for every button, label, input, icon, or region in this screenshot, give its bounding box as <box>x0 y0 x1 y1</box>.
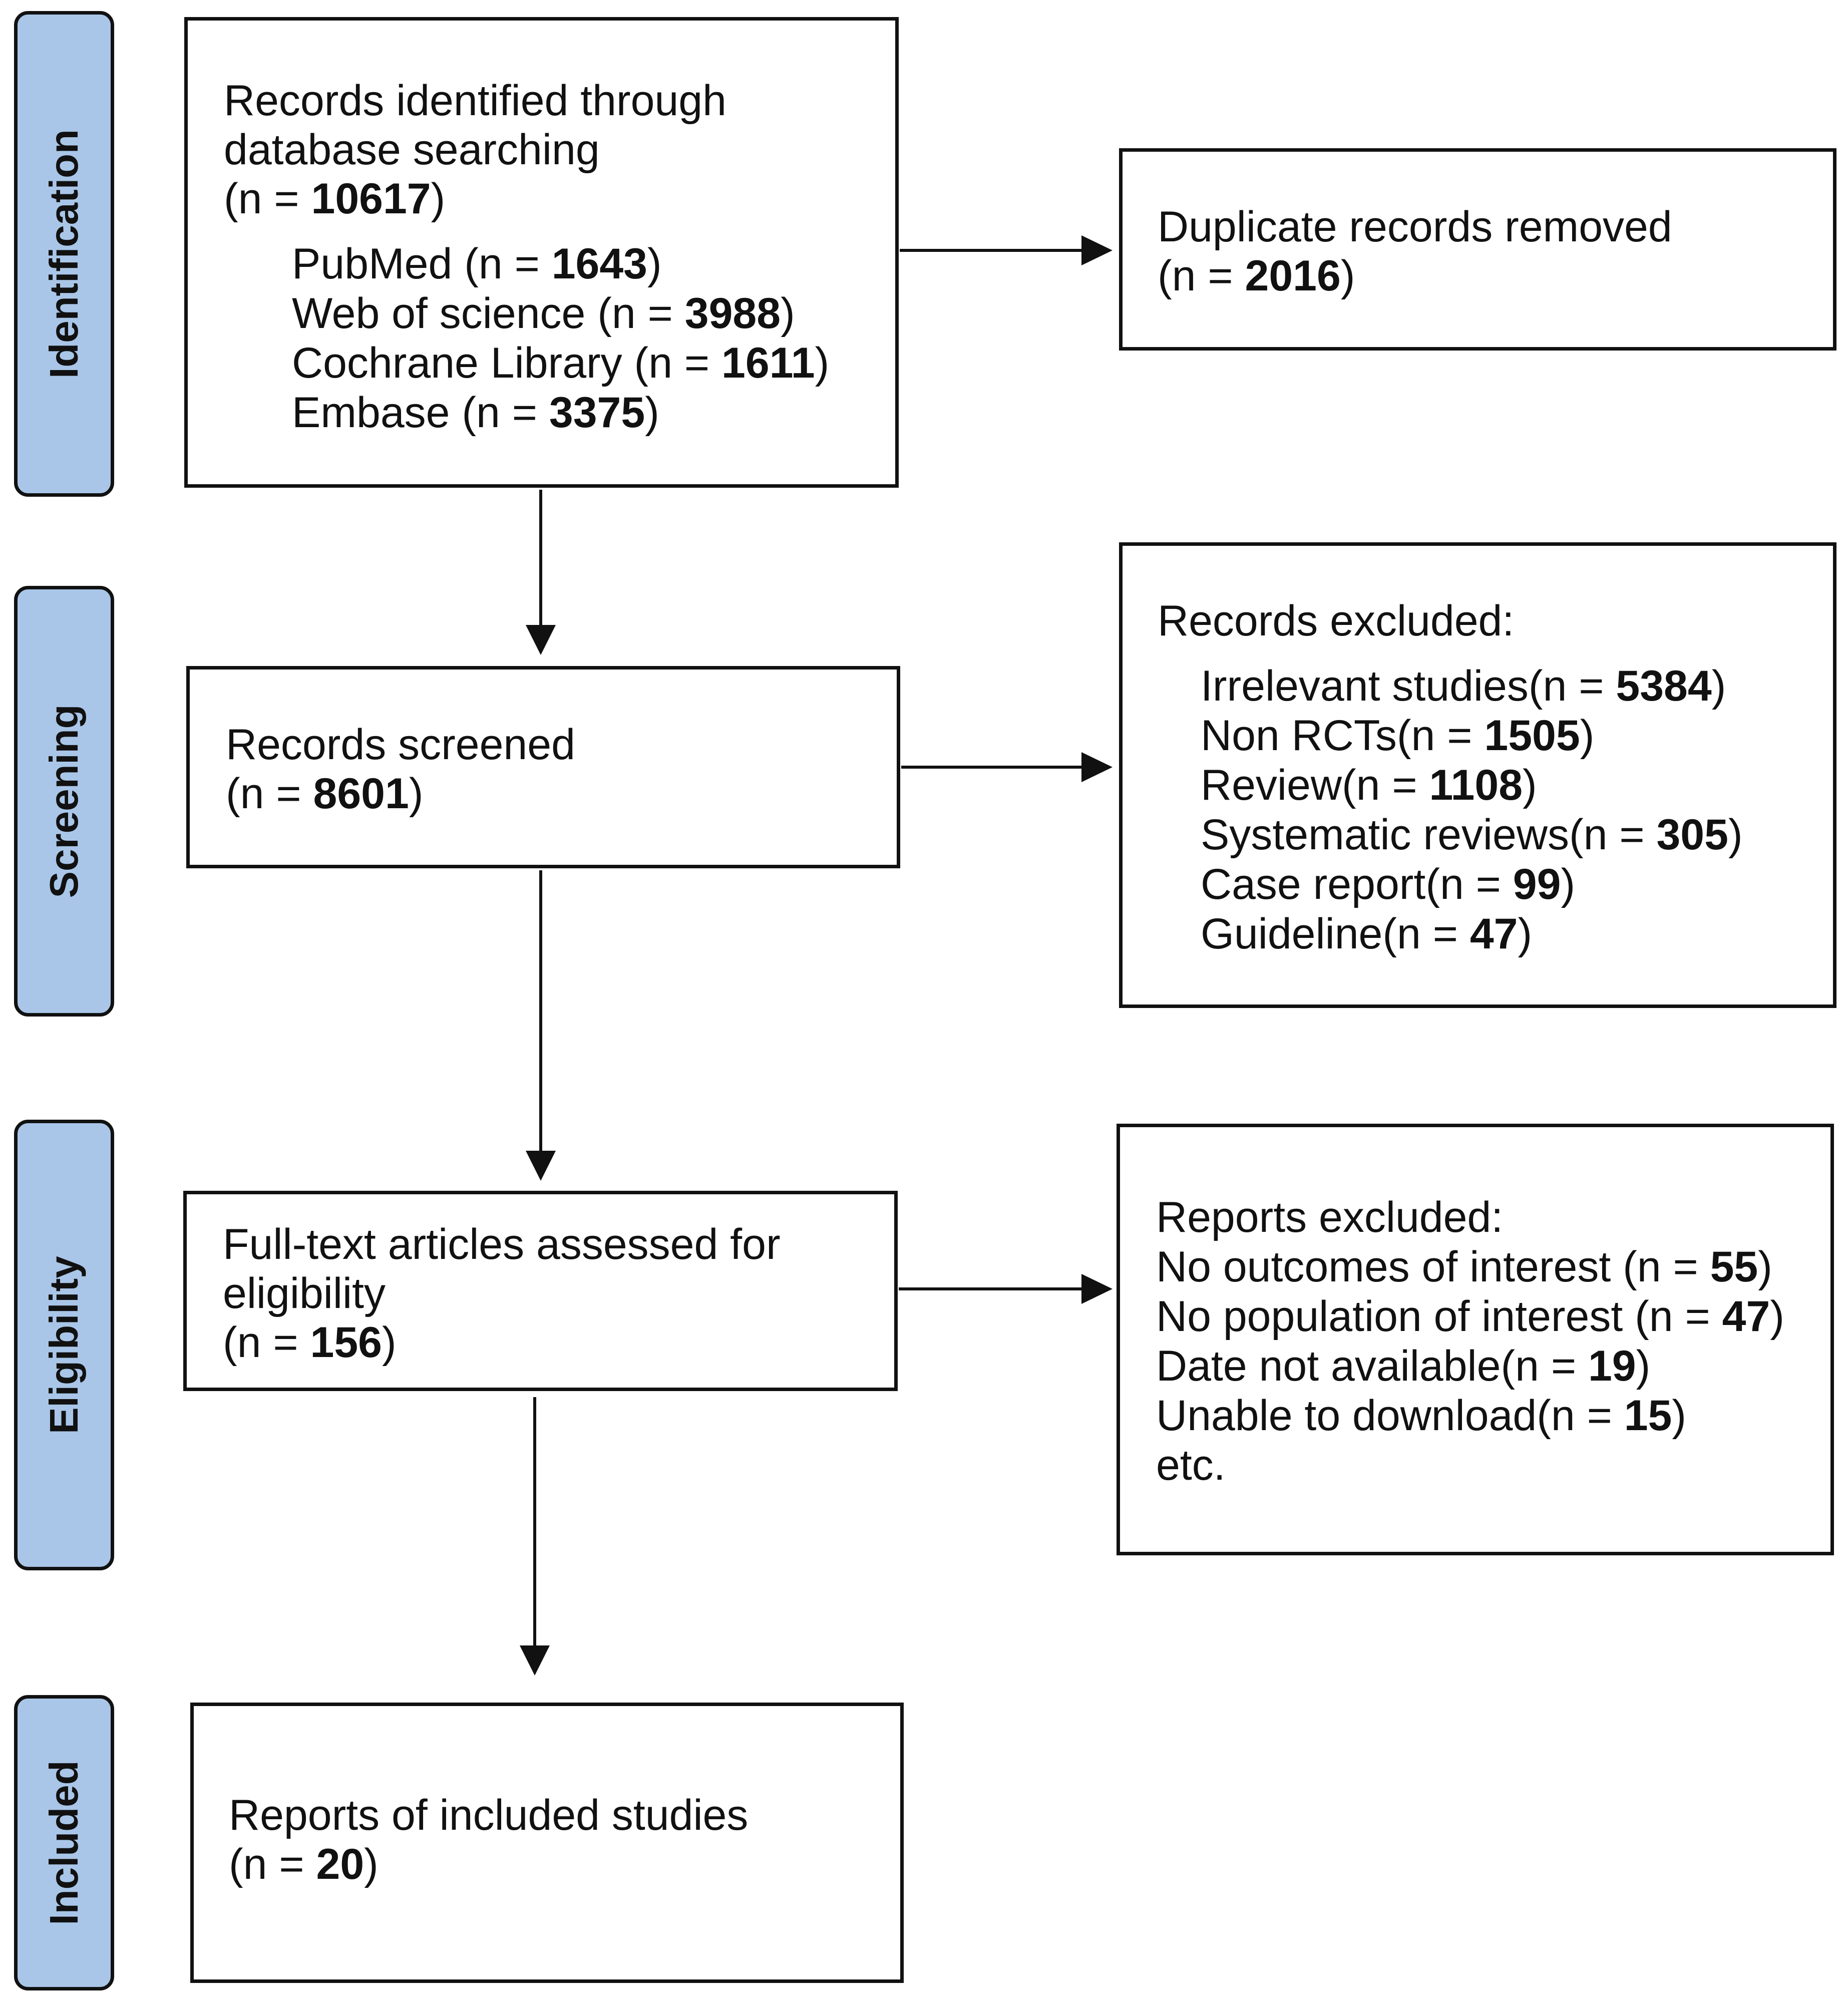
fulltext-assessed-box: Full-text articles assessed for eligibil… <box>183 1191 898 1391</box>
phase-included: Included <box>14 1695 114 1990</box>
report-exclusion-unable-to-download: Unable to download(n = 15) <box>1156 1392 1687 1440</box>
phase-eligibility: Eligibility <box>14 1120 114 1570</box>
phase-identification: Identification <box>14 11 114 497</box>
source-web-of-science: Web of science (n = 3988) <box>292 289 795 338</box>
arrowhead-down-fulltext <box>526 1151 556 1181</box>
arrowhead-down-included <box>520 1645 550 1676</box>
records-identified-line1: Records identified through <box>224 77 726 125</box>
exclusion-irrelevant-studies: Irrelevant studies(n = 5384) <box>1201 662 1726 710</box>
reports-excluded-box: Reports excluded: No outcomes of interes… <box>1117 1124 1834 1555</box>
records-identified-line2: database searching <box>224 126 600 174</box>
records-screened-count: (n = 8601) <box>226 770 424 818</box>
arrowhead-right-duplicates <box>1081 235 1113 265</box>
fulltext-assessed-count: (n = 156) <box>223 1318 397 1367</box>
fulltext-assessed-line2: eligibility <box>223 1269 386 1317</box>
reports-excluded-heading: Reports excluded: <box>1156 1193 1504 1241</box>
exclusion-systematic-reviews: Systematic reviews(n = 305) <box>1201 811 1743 859</box>
arrowhead-right-reports-excluded <box>1081 1274 1113 1304</box>
records-screened-line1: Records screened <box>226 721 575 769</box>
report-exclusion-no-population: No population of interest (n = 47) <box>1156 1292 1784 1341</box>
report-exclusion-date-not-available: Date not available(n = 19) <box>1156 1342 1651 1390</box>
duplicates-removed-count: (n = 2016) <box>1158 252 1355 300</box>
arrowhead-down-screened <box>526 625 556 655</box>
included-studies-count: (n = 20) <box>229 1840 379 1888</box>
source-embase: Embase (n = 3375) <box>292 389 659 437</box>
exclusion-non-rcts: Non RCTs(n = 1505) <box>1201 712 1595 760</box>
records-screened-box: Records screened (n = 8601) <box>186 666 900 868</box>
duplicates-removed-line1: Duplicate records removed <box>1158 203 1672 251</box>
report-exclusion-no-outcomes: No outcomes of interest (n = 55) <box>1156 1243 1772 1291</box>
fulltext-assessed-line1: Full-text articles assessed for <box>223 1220 781 1268</box>
records-excluded-heading: Records excluded: <box>1158 597 1515 645</box>
records-excluded-box: Records excluded: Irrelevant studies(n =… <box>1119 542 1836 1008</box>
exclusion-review: Review(n = 1108) <box>1201 761 1537 809</box>
source-cochrane-library: Cochrane Library (n = 1611) <box>292 339 830 387</box>
arrowhead-right-records-excluded <box>1081 752 1113 782</box>
records-identified-box: Records identified through database sear… <box>184 17 899 488</box>
exclusion-guideline: Guideline(n = 47) <box>1201 910 1533 958</box>
duplicates-removed-box: Duplicate records removed (n = 2016) <box>1119 148 1836 351</box>
included-studies-line1: Reports of included studies <box>229 1791 749 1839</box>
source-pubmed: PubMed (n = 1643) <box>292 240 662 288</box>
exclusion-case-report: Case report(n = 99) <box>1201 860 1576 908</box>
included-studies-box: Reports of included studies (n = 20) <box>190 1703 904 1983</box>
records-identified-total: (n = 10617) <box>224 175 446 223</box>
phase-screening: Screening <box>14 586 114 1017</box>
report-exclusion-etc: etc. <box>1156 1441 1226 1489</box>
